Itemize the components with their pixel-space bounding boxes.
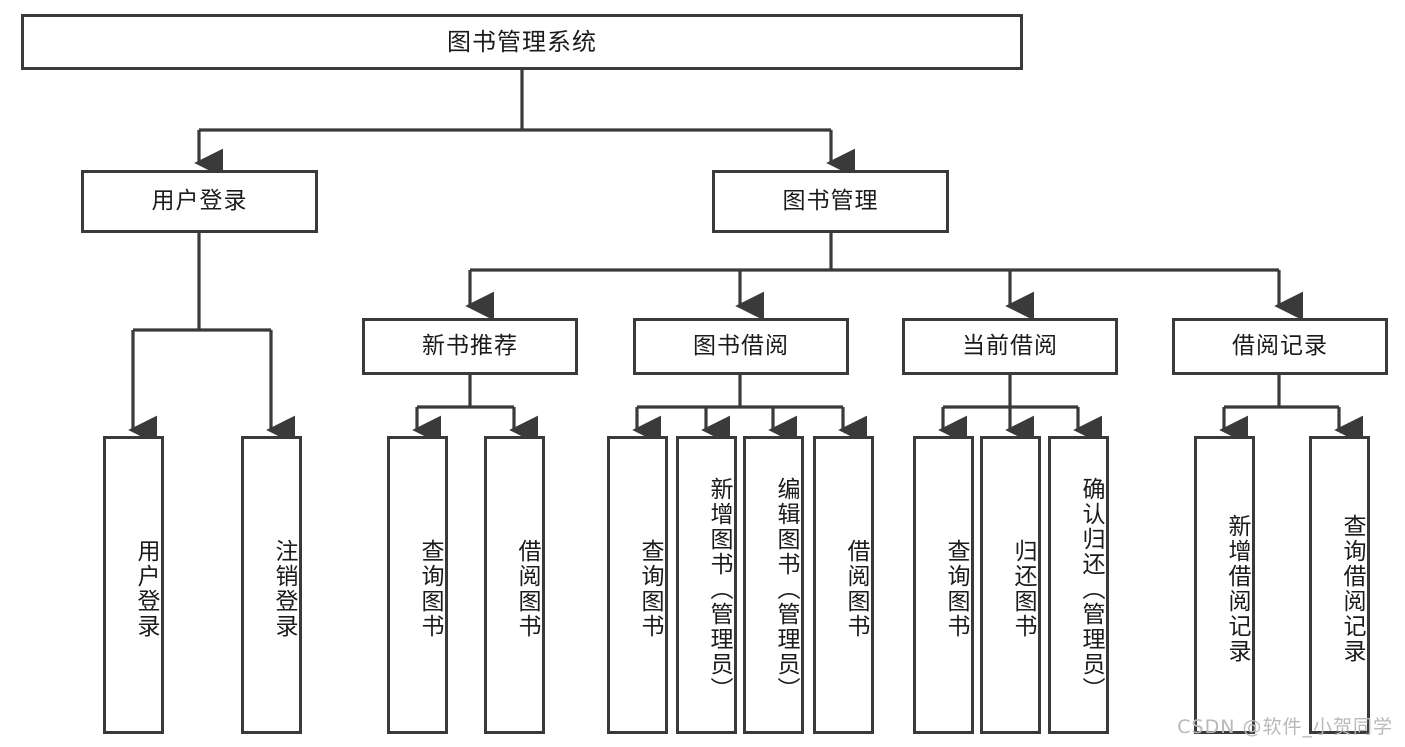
node-new-book-recommend[interactable]: 新书推荐 [362,318,578,375]
watermark-text: CSDN @软件_小贺同学 [1177,716,1393,738]
leaf-user-login-logout[interactable]: 注销登录 [241,436,302,734]
node-root-system[interactable]: 图书管理系统 [21,14,1023,70]
leaf-borrow-add-book-admin[interactable]: 新增图书（管理员） [676,436,737,734]
node-current-borrow[interactable]: 当前借阅 [902,318,1118,375]
node-book-management[interactable]: 图书管理 [712,170,949,233]
node-borrow-records[interactable]: 借阅记录 [1172,318,1388,375]
leaf-current-confirm-return-admin[interactable]: 确认归还（管理员） [1048,436,1109,734]
leaf-records-add-record[interactable]: 新增借阅记录 [1194,436,1255,734]
leaf-recommend-borrow-book[interactable]: 借阅图书 [484,436,545,734]
leaf-borrow-borrow-book[interactable]: 借阅图书 [813,436,874,734]
leaf-recommend-query-book[interactable]: 查询图书 [387,436,448,734]
leaf-records-query-record[interactable]: 查询借阅记录 [1309,436,1370,734]
node-book-borrow[interactable]: 图书借阅 [633,318,849,375]
leaf-borrow-edit-book-admin[interactable]: 编辑图书（管理员） [743,436,804,734]
leaf-current-query-book[interactable]: 查询图书 [913,436,974,734]
leaf-user-login-login[interactable]: 用户登录 [103,436,164,734]
leaf-borrow-query-book[interactable]: 查询图书 [607,436,668,734]
leaf-current-return-book[interactable]: 归还图书 [980,436,1041,734]
node-user-login[interactable]: 用户登录 [81,170,318,233]
